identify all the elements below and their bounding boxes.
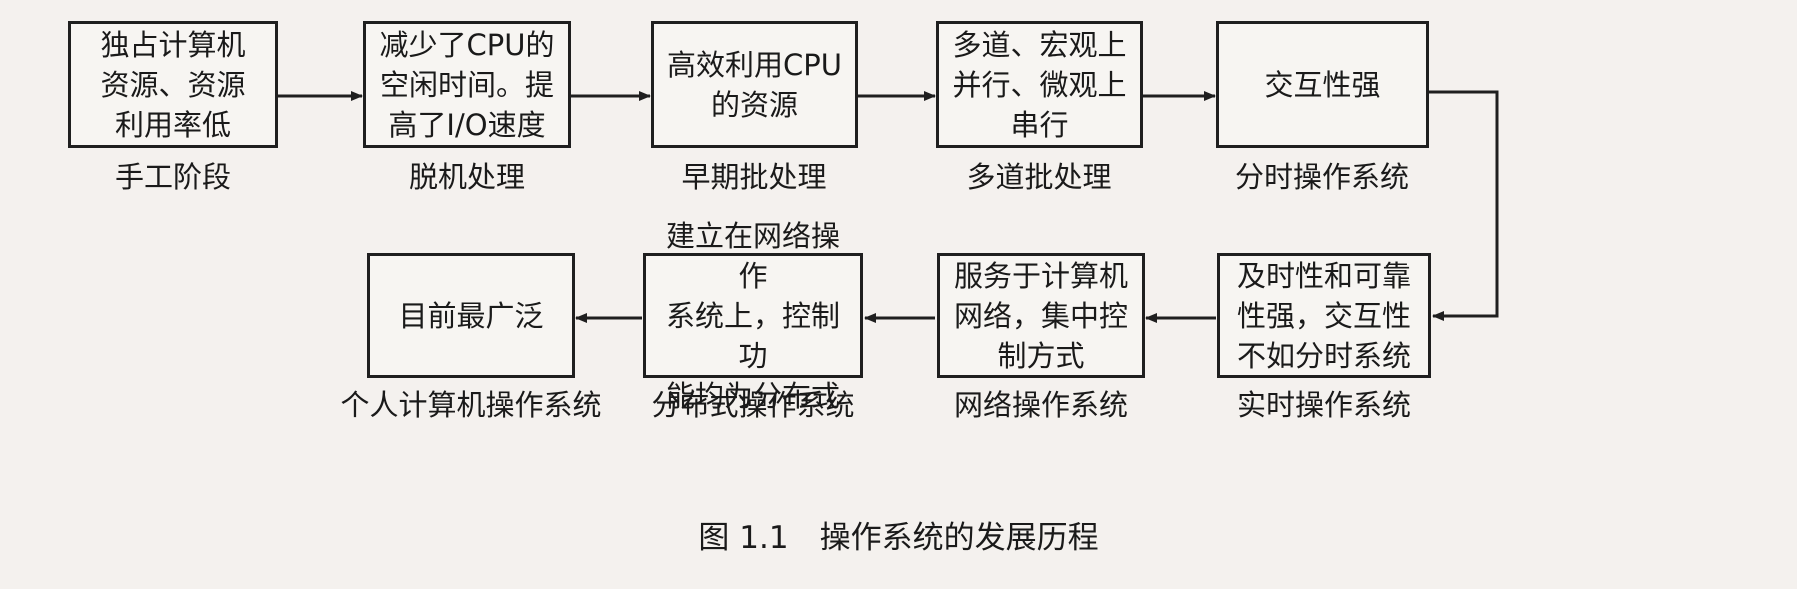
label-network-os: 网络操作系统 bbox=[953, 388, 1128, 422]
box-text: 高效利用CPU 的资源 bbox=[667, 47, 842, 122]
box-text: 多道、宏观上 并行、微观上 串行 bbox=[952, 27, 1127, 142]
box-text: 及时性和可靠 性强，交互性 不如分时系统 bbox=[1236, 258, 1411, 373]
label-offline-processing: 脱机处理 bbox=[408, 160, 525, 194]
box-text: 目前最广泛 bbox=[398, 298, 544, 333]
box-manual-stage: 独占计算机 资源、资源 利用率低 bbox=[68, 21, 278, 148]
label-manual-stage: 手工阶段 bbox=[114, 160, 231, 194]
box-early-batch: 高效利用CPU 的资源 bbox=[651, 21, 858, 148]
label-distributed-os: 分布式操作系统 bbox=[651, 388, 855, 422]
label-personal-computer-os: 个人计算机操作系统 bbox=[340, 388, 602, 422]
box-network-os: 服务于计算机 网络，集中控 制方式 bbox=[937, 253, 1145, 378]
box-text: 独占计算机 资源、资源 利用率低 bbox=[100, 27, 246, 142]
box-personal-computer-os: 目前最广泛 bbox=[367, 253, 575, 378]
label-multiprogramming-batch: 多道批处理 bbox=[966, 160, 1112, 194]
figure-caption: 图 1.1 操作系统的发展历程 bbox=[698, 520, 1099, 556]
box-distributed-os: 建立在网络操作 系统上，控制功 能均为分布式 bbox=[643, 219, 863, 413]
label-early-batch: 早期批处理 bbox=[681, 160, 827, 194]
box-multiprogramming-batch: 多道、宏观上 并行、微观上 串行 bbox=[936, 21, 1143, 148]
label-real-time: 实时操作系统 bbox=[1236, 388, 1411, 422]
box-text: 减少了CPU的 空闲时间。提 高了I/O速度 bbox=[379, 27, 555, 142]
box-real-time: 及时性和可靠 性强，交互性 不如分时系统 bbox=[1217, 253, 1431, 378]
box-text: 建立在网络操作 系统上，控制功 能均为分布式 bbox=[665, 218, 840, 413]
box-text: 服务于计算机 网络，集中控 制方式 bbox=[953, 258, 1128, 373]
label-time-sharing: 分时操作系统 bbox=[1234, 160, 1409, 194]
box-offline-processing: 减少了CPU的 空闲时间。提 高了I/O速度 bbox=[363, 21, 571, 148]
box-time-sharing: 交互性强 bbox=[1216, 21, 1429, 148]
arrow-timesharing-to-realtime bbox=[1428, 90, 1499, 321]
box-text: 交互性强 bbox=[1264, 67, 1381, 102]
